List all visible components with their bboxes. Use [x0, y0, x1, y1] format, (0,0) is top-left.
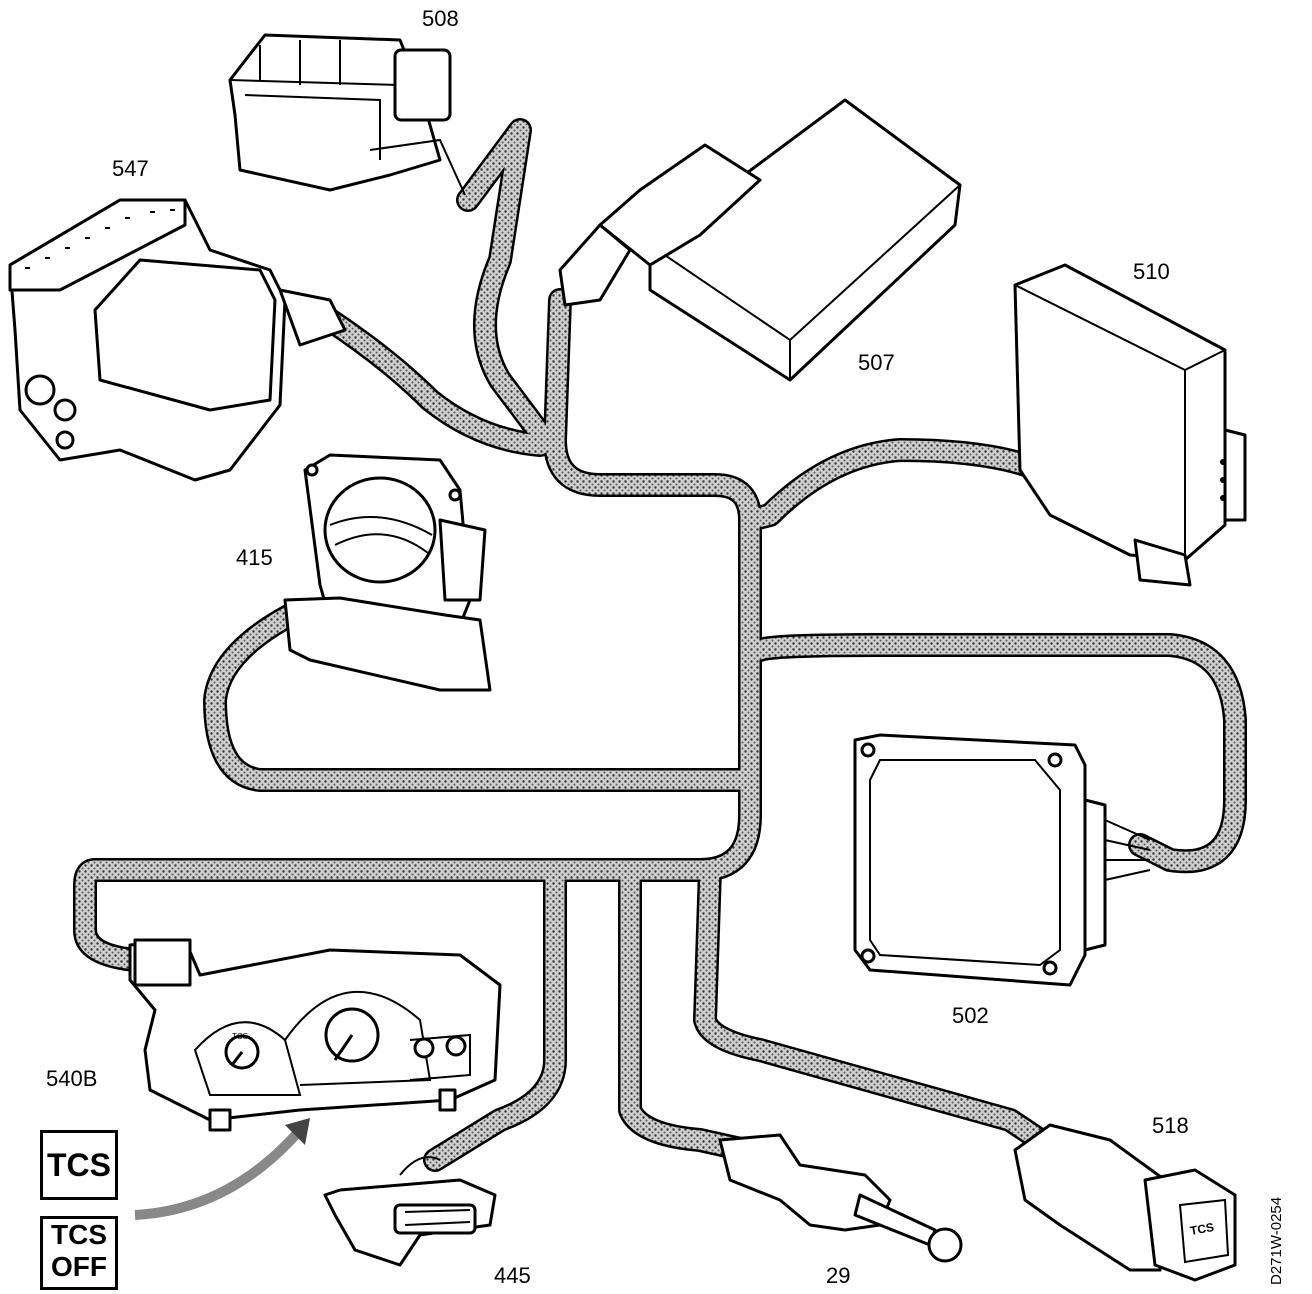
wiring-harness	[73, 118, 1247, 1172]
component-502	[853, 733, 1151, 987]
tcs-lamp: TCS	[40, 1130, 118, 1200]
label-507: 507	[858, 350, 895, 375]
arrow-head-icon	[285, 1118, 310, 1145]
component-510	[1013, 263, 1247, 587]
figure-reference: D271W-0254	[1268, 1196, 1285, 1285]
gauge-legend: TCS	[232, 1032, 248, 1041]
component-508	[228, 33, 466, 196]
component-445	[323, 1156, 497, 1267]
component-507	[558, 98, 962, 382]
label-445: 445	[494, 1263, 531, 1288]
label-508: 508	[422, 6, 459, 31]
label-518: 518	[1152, 1113, 1189, 1138]
label-540B: 540B	[46, 1066, 98, 1091]
tcs-off-lamp-line2: OFF	[51, 1251, 107, 1282]
component-540B	[128, 938, 502, 1132]
tcs-lamp-text: TCS	[47, 1147, 111, 1183]
label-547: 547	[112, 156, 149, 181]
indicator-arrow	[134, 1126, 304, 1220]
tcs-off-lamp-line1: TCS	[51, 1219, 107, 1250]
component-29	[718, 1133, 963, 1263]
component-547	[8, 198, 347, 482]
tcs-off-lamp: TCS OFF	[40, 1216, 118, 1290]
component-518	[1013, 1123, 1237, 1282]
component-415	[283, 453, 492, 692]
label-29: 29	[826, 1263, 851, 1288]
label-415: 415	[236, 545, 273, 570]
label-510: 510	[1133, 259, 1170, 284]
label-502: 502	[952, 1003, 989, 1028]
